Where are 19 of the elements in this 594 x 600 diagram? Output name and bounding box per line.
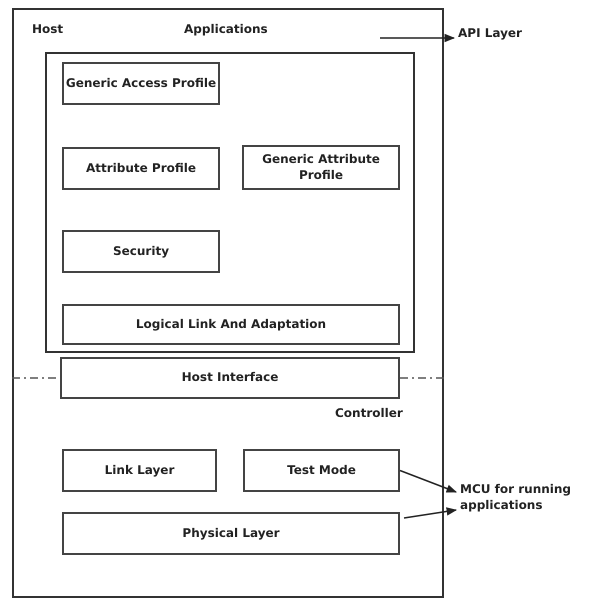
heading-text: Host bbox=[32, 22, 64, 38]
node-label: MCU for running applications bbox=[460, 482, 572, 514]
container-box bbox=[45, 52, 415, 353]
process-box: Host Interface bbox=[60, 357, 400, 399]
process-box: Physical Layer bbox=[62, 512, 400, 555]
arrow bbox=[380, 34, 456, 42]
process-box: Generic Attribute Profile bbox=[242, 145, 400, 190]
process-box: Generic Access Profile bbox=[62, 62, 220, 105]
node-label: API Layer bbox=[458, 26, 523, 42]
section-label: Controller bbox=[335, 406, 403, 422]
process-box: Link Layer bbox=[62, 449, 217, 492]
process-box: Security bbox=[62, 230, 220, 273]
process-box: Logical Link And Adaptation bbox=[62, 304, 400, 345]
heading-text: Applications bbox=[184, 22, 268, 38]
process-box: Test Mode bbox=[243, 449, 400, 492]
container-box bbox=[12, 8, 444, 598]
process-box: Attribute Profile bbox=[62, 147, 220, 190]
arrow bbox=[400, 470, 457, 493]
arrow bbox=[404, 507, 458, 519]
